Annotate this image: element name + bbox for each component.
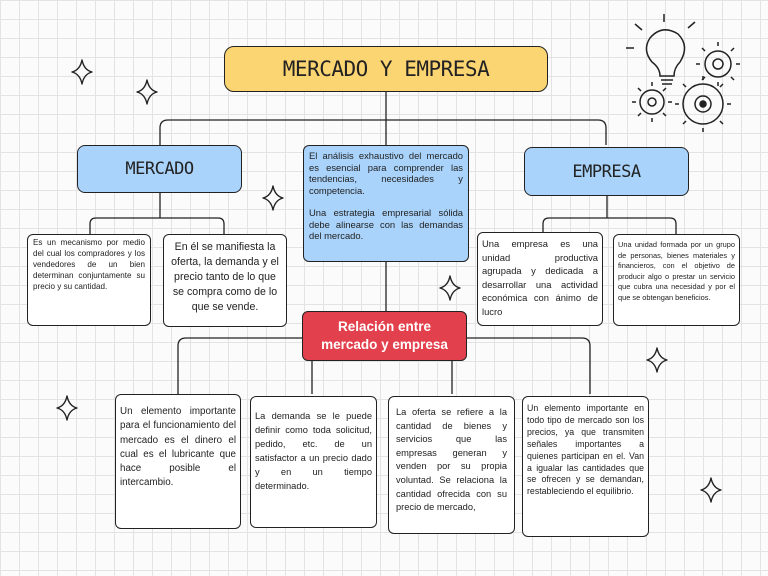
relation-item-prices: Un elemento importante en todo tipo de m… [522,396,649,537]
relation-item-demand: La demanda se le puede definir como toda… [250,396,377,528]
center-paragraph-1: El análisis exhaustivo del mercado es es… [309,150,463,196]
sparkle-icon [136,79,158,105]
relation-item-supply-text: La oferta se refiere a la cantidad de bi… [396,407,507,513]
mercado-header-text: MERCADO [125,159,194,179]
empresa-definition-1: Una empresa es una unidad productiva agr… [477,232,603,326]
center-paragraph-2: Una estrategia empresarial sólida debe a… [309,207,463,241]
center-analysis-box: El análisis exhaustivo del mercado es es… [303,145,469,262]
main-title-text: MERCADO Y EMPRESA [282,57,490,81]
empresa-definition-1-text: Una empresa es una unidad productiva agr… [482,238,598,317]
sparkle-icon [56,395,78,421]
mercado-definition-1-text: Es un mecanismo por medio del cual los c… [33,238,145,291]
sparkle-icon [700,477,722,503]
mercado-definition-2-text: En él se manifiesta la oferta, la demand… [171,241,279,313]
empresa-definition-2: Una unidad formada por un grupo de perso… [613,234,740,326]
sparkle-icon [646,347,668,373]
sparkle-icon [262,185,284,211]
sparkle-icon [439,275,461,301]
main-title: MERCADO Y EMPRESA [224,46,548,92]
sparkle-icon [71,59,93,85]
relation-item-demand-text: La demanda se le puede definir como toda… [255,411,372,491]
relation-header-text: Relación entre mercado y empresa [321,319,448,352]
relation-item-supply: La oferta se refiere a la cantidad de bi… [388,396,515,534]
lightbulb-gear-icon [626,14,740,132]
empresa-definition-2-text: Una unidad formada por un grupo de perso… [618,240,735,302]
relation-item-money: Un elemento importante para el funcionam… [115,394,241,529]
relation-item-prices-text: Un elemento importante en todo tipo de m… [527,403,644,497]
mercado-definition-1: Es un mecanismo por medio del cual los c… [27,234,151,326]
empresa-header-text: EMPRESA [572,161,641,182]
mercado-header: MERCADO [77,145,242,193]
empresa-header: EMPRESA [524,147,689,196]
relation-item-money-text: Un elemento importante para el funcionam… [120,406,236,489]
mercado-definition-2: En él se manifiesta la oferta, la demand… [163,234,287,327]
relation-header: Relación entre mercado y empresa [302,311,467,361]
